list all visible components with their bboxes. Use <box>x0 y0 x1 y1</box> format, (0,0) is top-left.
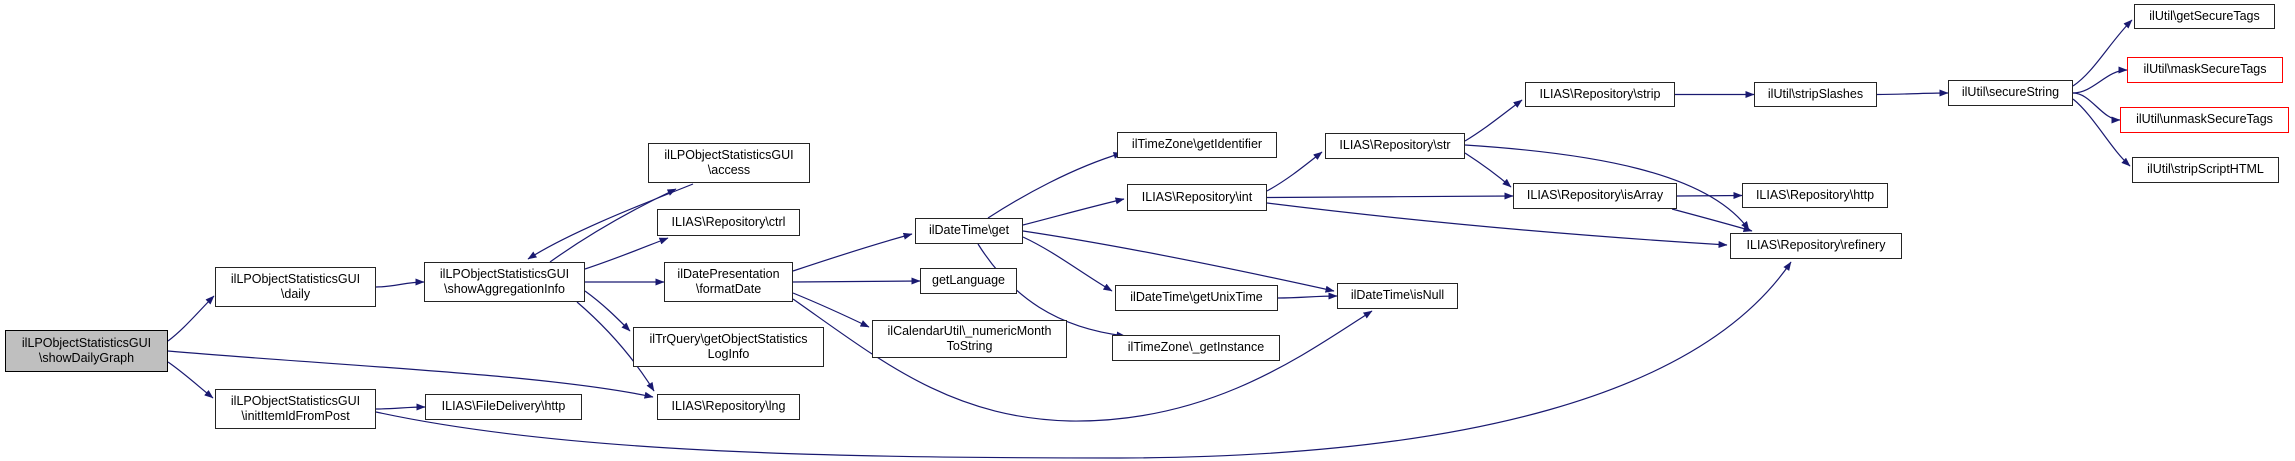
node-http[interactable]: ILIAS\Repository\http <box>1742 183 1888 208</box>
edge-fd-to-getlang <box>792 277 921 285</box>
node-int[interactable]: ILIAS\Repository\int <box>1127 184 1267 211</box>
edge-access-to-sai <box>527 183 694 260</box>
edge-str-to-refinery <box>1464 144 1750 231</box>
edge-isarray-to-http <box>1676 192 1743 200</box>
edge-sai-to-lng <box>576 301 655 392</box>
node-strip[interactable]: ILIAS\Repository\strip <box>1525 82 1675 107</box>
edge-sdg-to-iifp <box>167 361 214 399</box>
edge-isarray-to-refinery <box>1671 208 1753 232</box>
edge-get-to-isnull <box>1022 230 1335 293</box>
edge-sai-to-loginfo <box>584 290 631 332</box>
edge-daily-to-sai <box>375 278 425 288</box>
node-stripscripthtml[interactable]: ilUtil\stripScriptHTML <box>2132 157 2279 183</box>
node-daily[interactable]: ilLPObjectStatisticsGUI \daily <box>215 267 376 307</box>
edge-str-to-isarray <box>1464 152 1512 188</box>
edge-sai-to-ctrl <box>584 237 669 270</box>
edge-get-to-getinst <box>977 243 1126 339</box>
node-sdg: ilLPObjectStatisticsGUI \showDailyGraph <box>5 330 168 372</box>
edge-fd-to-nummonth <box>792 292 870 328</box>
edge-securestring-to-unmasksecuretags <box>2072 92 2121 124</box>
node-getident[interactable]: ilTimeZone\getIdentifier <box>1117 132 1277 158</box>
edge-securestring-to-getsecuretags <box>2072 19 2133 87</box>
edge-str-to-strip <box>1464 99 1523 142</box>
edge-sdg-to-daily <box>167 295 215 342</box>
edge-securestring-to-masksecuretags <box>2072 66 2128 94</box>
edge-iifp-to-fdhttp <box>375 403 426 411</box>
node-masksecuretags[interactable]: ilUtil\maskSecureTags <box>2127 57 2283 83</box>
node-nummonth[interactable]: ilCalendarUtil\_numericMonth ToString <box>872 320 1067 358</box>
edge-get-to-int <box>1022 197 1125 226</box>
edge-int-to-refinery <box>1266 202 1728 248</box>
edge-get-to-getident <box>987 152 1123 219</box>
node-getinst[interactable]: ilTimeZone\_getInstance <box>1112 335 1280 361</box>
edge-stripslashes-to-securestring <box>1876 89 1949 97</box>
node-str[interactable]: ILIAS\Repository\str <box>1325 133 1465 159</box>
node-loginfo[interactable]: ilTrQuery\getObjectStatistics LogInfo <box>633 327 824 367</box>
node-lng[interactable]: ILIAS\Repository\lng <box>657 394 800 420</box>
node-securestring[interactable]: ilUtil\secureString <box>1948 80 2073 106</box>
node-ctrl[interactable]: ILIAS\Repository\ctrl <box>657 209 800 236</box>
node-unmasksecuretags[interactable]: ilUtil\unmaskSecureTags <box>2120 107 2289 133</box>
node-access[interactable]: ilLPObjectStatisticsGUI \access <box>648 143 810 183</box>
node-getlang[interactable]: getLanguage <box>920 268 1017 294</box>
node-fdhttp[interactable]: ILIAS\FileDelivery\http <box>425 394 582 420</box>
edge-fd-to-isnull <box>792 298 1373 422</box>
node-refinery[interactable]: ILIAS\Repository\refinery <box>1730 233 1902 259</box>
node-sai[interactable]: ilLPObjectStatisticsGUI \showAggregation… <box>424 262 585 302</box>
node-stripslashes[interactable]: ilUtil\stripSlashes <box>1754 82 1877 107</box>
edge-sdg-to-lng <box>167 350 654 399</box>
node-fd[interactable]: ilDatePresentation \formatDate <box>664 262 793 302</box>
edge-getunix-to-isnull <box>1277 292 1338 300</box>
node-getunix[interactable]: ilDateTime\getUnixTime <box>1115 285 1278 311</box>
node-iifp[interactable]: ilLPObjectStatisticsGUI \initItemIdFromP… <box>215 389 376 429</box>
node-getsecuretags[interactable]: ilUtil\getSecureTags <box>2134 4 2275 29</box>
node-isnull[interactable]: ilDateTime\isNull <box>1337 283 1458 309</box>
edge-int-to-str <box>1266 151 1323 192</box>
node-get[interactable]: ilDateTime\get <box>915 218 1023 244</box>
edge-int-to-isarray <box>1266 192 1514 200</box>
edge-iifp-to-refinery <box>375 261 1792 459</box>
node-isarray[interactable]: ILIAS\Repository\isArray <box>1513 183 1677 209</box>
edge-get-to-getunix <box>1022 236 1113 292</box>
edge-securestring-to-stripscripthtml <box>2072 98 2131 167</box>
edge-fd-to-get <box>792 232 913 272</box>
